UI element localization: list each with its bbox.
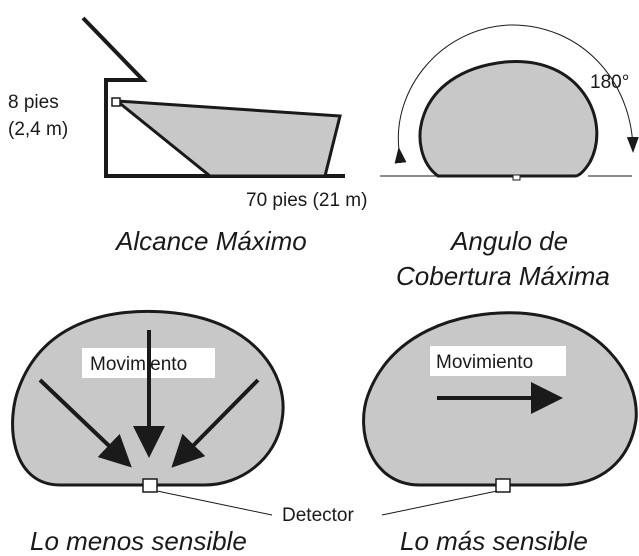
- angle-panel: 180° Angulo de Cobertura Máxima: [380, 24, 639, 291]
- detector-marker: [495, 478, 511, 493]
- wall-roof-outline: [81, 16, 345, 178]
- motion-label-box: [430, 346, 566, 376]
- detector-leader-right: [381, 490, 498, 516]
- least-sensitive-caption: Lo menos sensible: [30, 526, 247, 556]
- detector-leader-left: [156, 490, 273, 516]
- detector-label: Detector: [282, 505, 354, 526]
- detector-marker: [512, 174, 521, 181]
- distance-label: 70 pies (21 m): [246, 190, 367, 211]
- detector-callout: Detector: [156, 490, 498, 526]
- motion-label: Movimiento: [436, 352, 533, 373]
- height-label-feet: 8 pies: [8, 92, 59, 113]
- angle-label: 180°: [590, 72, 629, 93]
- most-sensitive-panel: Movimiento Lo más sensible: [362, 311, 638, 556]
- height-label-meters: (2,4 m): [8, 119, 68, 140]
- motion-label: Movimiento: [90, 354, 187, 375]
- motion-arrow-right: [171, 378, 260, 468]
- most-sensitive-caption: Lo más sensible: [400, 526, 588, 556]
- range-panel: 8 pies (2,4 m) 70 pies (21 m) Alcance Má…: [8, 16, 367, 256]
- least-sensitive-panel: Movimiento Lo menos sensible: [11, 309, 285, 556]
- range-caption: Alcance Máximo: [114, 226, 307, 256]
- detector-marker: [142, 478, 158, 493]
- coverage-zone: [418, 60, 599, 178]
- coverage-beam: [112, 99, 342, 178]
- angle-arc-arrow: [394, 24, 639, 164]
- motion-arrow-left: [38, 378, 132, 468]
- angle-caption-line-2: Cobertura Máxima: [396, 261, 610, 291]
- angle-caption-line-1: Angulo de: [449, 226, 568, 256]
- sensor-marker: [111, 97, 121, 107]
